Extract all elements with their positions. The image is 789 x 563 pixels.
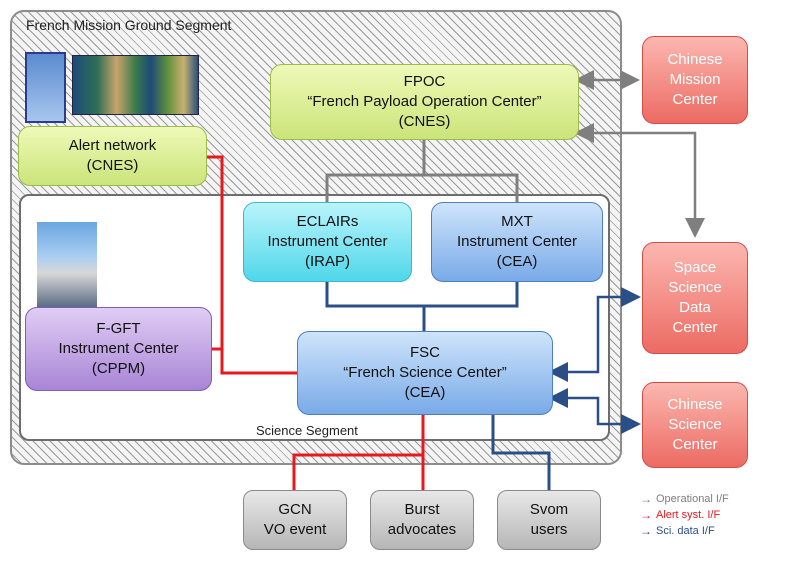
legend-science: → Sci. data I/F	[640, 523, 729, 539]
fsc-title: FSC	[410, 344, 440, 361]
eclairs-org: (IRAP)	[305, 253, 350, 270]
gcn-box: GCN VO event	[243, 490, 347, 550]
burst-sub: advocates	[387, 521, 457, 538]
space-science-line2: Science	[668, 279, 722, 296]
fsc-org: (CEA)	[404, 384, 446, 401]
fpoc-space-science-arrow	[574, 123, 705, 238]
fpoc-org: (CNES)	[398, 113, 451, 130]
eclairs-box: ECLAIRs Instrument Center (IRAP)	[243, 202, 412, 282]
chinese-science-center-box: Chinese Science Center	[642, 382, 748, 468]
svom-sub: users	[530, 521, 568, 538]
svom-title: Svom	[529, 501, 569, 518]
chinese-mission-center-box: Chinese Mission Center	[642, 36, 748, 124]
fsc-space-science-arrow	[548, 287, 641, 382]
ground-segment-title: French Mission Ground Segment	[26, 17, 232, 33]
legend-science-label: Sci. data I/F	[656, 525, 715, 537]
alert-network-title: Alert network	[68, 137, 157, 154]
alert-network-box: Alert network (CNES)	[18, 126, 207, 186]
fsc-box: FSC “French Science Center” (CEA)	[297, 331, 553, 415]
fpoc-name: “French Payload Operation Center”	[307, 93, 542, 110]
fpoc-to-instruments-line	[325, 140, 519, 202]
legend-operational-label: Operational I/F	[656, 493, 729, 505]
instruments-to-fsc-line	[325, 282, 519, 331]
chinese-mission-line1: Chinese	[667, 51, 723, 68]
chinese-science-line3: Center	[672, 436, 718, 453]
alert-network-org: (CNES)	[86, 157, 139, 174]
legend-alert-label: Alert syst. I/F	[656, 509, 721, 521]
chinese-mission-line2: Mission	[669, 71, 721, 88]
chinese-mission-line3: Center	[672, 91, 718, 108]
fgft-name: Instrument Center	[58, 340, 179, 357]
fpoc-title: FPOC	[403, 73, 446, 90]
space-science-data-center-box: Space Science Data Center	[642, 242, 748, 354]
fgft-title: F-GFT	[96, 320, 141, 337]
blue-arrow-icon: →	[640, 524, 652, 538]
eclairs-title: ECLAIRs	[296, 213, 359, 230]
science-segment-title: Science Segment	[256, 423, 358, 438]
gcn-sub: VO event	[263, 521, 327, 538]
antenna-photo	[25, 52, 66, 123]
mxt-title: MXT	[501, 213, 533, 230]
eclairs-name: Instrument Center	[267, 233, 388, 250]
chinese-science-line1: Chinese	[667, 396, 723, 413]
space-science-line1: Space	[673, 259, 717, 276]
space-science-line3: Data	[679, 299, 711, 316]
legend: → Operational I/F → Alert syst. I/F → Sc…	[640, 491, 729, 539]
gray-arrow-icon: →	[640, 492, 652, 506]
mxt-box: MXT Instrument Center (CEA)	[431, 202, 603, 282]
fgft-org: (CPPM)	[91, 360, 146, 377]
alert-to-fsc-line	[207, 155, 297, 375]
legend-alert: → Alert syst. I/F	[640, 507, 729, 523]
burst-title: Burst	[404, 501, 440, 518]
space-science-line4: Center	[672, 319, 718, 336]
fsc-chinese-science-arrow	[548, 388, 641, 434]
legend-operational: → Operational I/F	[640, 491, 729, 507]
burst-advocates-box: Burst advocates	[370, 490, 474, 550]
telescope-photo	[37, 222, 97, 307]
fsc-svom-line	[491, 415, 551, 490]
gcn-title: GCN	[278, 501, 312, 518]
svom-users-box: Svom users	[497, 490, 601, 550]
chinese-science-line2: Science	[668, 416, 722, 433]
fsc-gcn-burst-line	[292, 415, 425, 490]
fpoc-box: FPOC “French Payload Operation Center” (…	[270, 64, 579, 140]
fsc-name: “French Science Center”	[343, 364, 507, 381]
world-map-image	[72, 55, 199, 115]
red-arrow-icon: →	[640, 508, 652, 522]
fgft-box: F-GFT Instrument Center (CPPM)	[25, 307, 212, 391]
mxt-org: (CEA)	[496, 253, 538, 270]
mxt-name: Instrument Center	[456, 233, 578, 250]
